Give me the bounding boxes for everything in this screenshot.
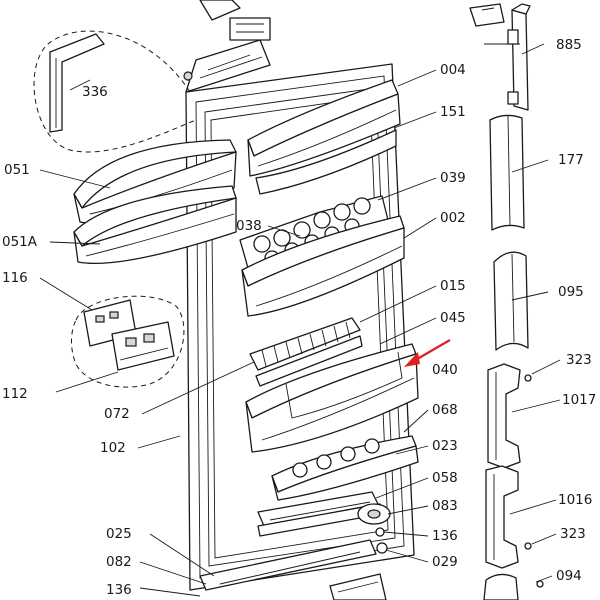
part-885-hinge-bracket (469, 3, 531, 111)
label-323-lower: 323 (560, 526, 586, 542)
label-885: 885 (556, 37, 582, 53)
part-040-lower-balcony (245, 343, 419, 453)
label-058: 058 (432, 470, 458, 486)
label-068: 068 (432, 402, 458, 418)
label-072: 072 (104, 406, 130, 422)
part-094-cap (483, 573, 544, 600)
label-051: 051 (4, 162, 30, 178)
leader-lines (39, 43, 561, 597)
part-045-bottle-rack (249, 317, 363, 387)
label-151: 151 (440, 104, 466, 120)
label-045: 045 (440, 310, 466, 326)
label-023: 023 (432, 438, 458, 454)
label-083: 083 (432, 498, 458, 514)
label-029: 029 (432, 554, 458, 570)
label-002: 002 (440, 210, 466, 226)
part-177-side-trim (489, 114, 525, 231)
label-177: 177 (558, 152, 584, 168)
label-015: 015 (440, 278, 466, 294)
part-336-panel (33, 30, 197, 153)
part-023-068-bottom-shelf (271, 435, 419, 501)
label-112: 112 (2, 386, 28, 402)
label-116: 116 (2, 270, 28, 286)
part-095-side-trim (493, 251, 529, 351)
label-025: 025 (106, 526, 132, 542)
label-1017: 1017 (562, 392, 596, 408)
label-004: 004 (440, 62, 466, 78)
part-1016-handle (485, 465, 532, 569)
label-136-mid: 136 (432, 528, 458, 544)
part-004-151-top-shelf (247, 79, 401, 195)
label-040: 040 (432, 362, 458, 378)
highlight-arrow-icon (404, 339, 451, 367)
label-136-bottom: 136 (106, 582, 132, 598)
label-1016: 1016 (558, 492, 592, 508)
part-112-116-control-box (71, 295, 185, 388)
label-039: 039 (440, 170, 466, 186)
label-038: 038 (236, 218, 262, 234)
part-labels: 885 336 004 151 177 051 039 038 002 051A… (2, 37, 596, 598)
label-051a: 051A (2, 234, 38, 250)
label-094: 094 (556, 568, 582, 584)
label-323-upper: 323 (566, 352, 592, 368)
label-336: 336 (82, 84, 108, 100)
label-102: 102 (100, 440, 126, 456)
part-051a-lower-balcony (73, 185, 237, 265)
part-1017-handle (487, 363, 532, 469)
label-082: 082 (106, 554, 132, 570)
part-002-015-middle-shelf (241, 215, 405, 317)
part-082-136-bottom-pieces (199, 539, 387, 600)
label-095: 095 (558, 284, 584, 300)
